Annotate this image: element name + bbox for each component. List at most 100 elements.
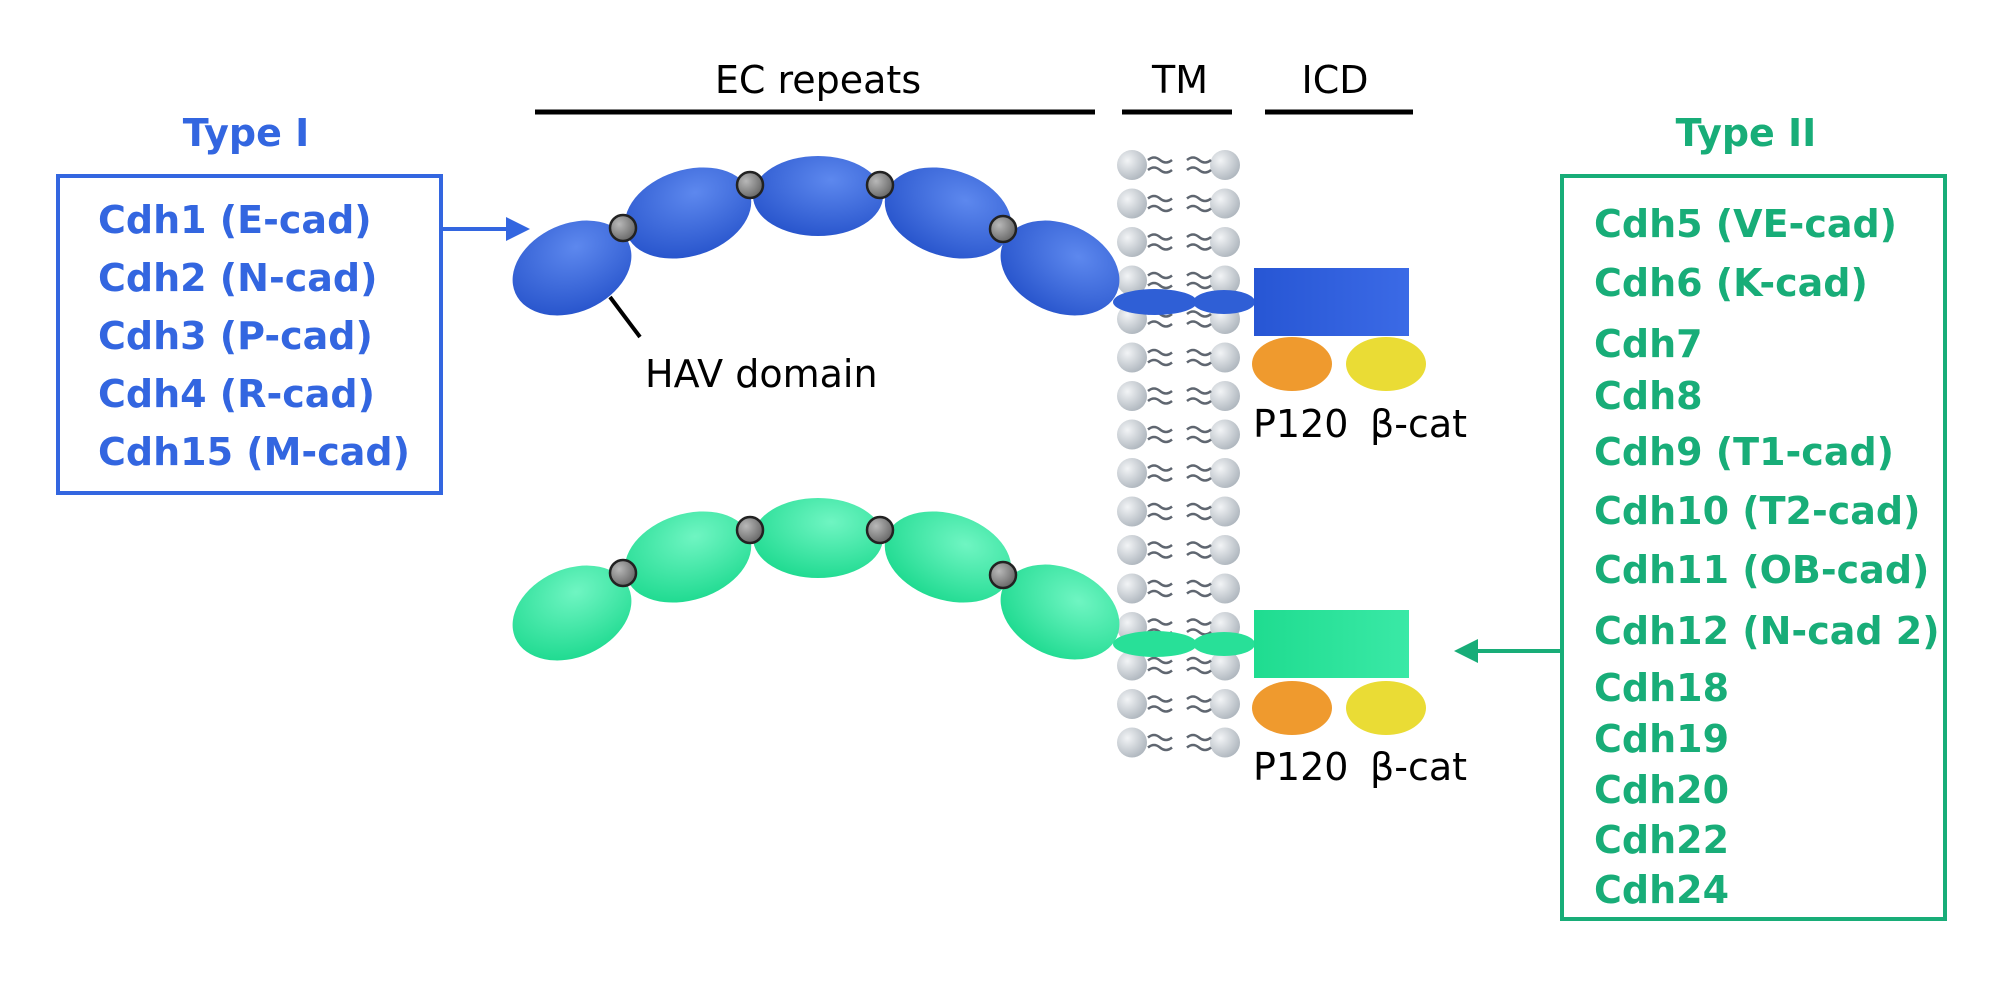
lipid-tail	[1186, 194, 1212, 203]
ec2-domain	[624, 167, 752, 259]
lipid-tail	[1186, 156, 1212, 164]
lipid-tail	[1147, 512, 1173, 521]
lipid-head	[1117, 419, 1147, 450]
lipid-tail	[1186, 425, 1212, 434]
lipid-tail	[1186, 512, 1212, 521]
lipid-head	[1210, 535, 1240, 565]
lipid-head	[1210, 650, 1240, 681]
cadherin-list-item: Cdh24	[1594, 868, 1729, 912]
type1-box	[56, 174, 443, 495]
type1-list: Cdh1 (E-cad)Cdh2 (N-cad)Cdh3 (P-cad)Cdh4…	[98, 198, 410, 474]
p120-catenin	[1252, 337, 1332, 391]
ec1-domain	[512, 565, 632, 661]
type1-cadherin: HAV domain P120 β-cat	[512, 156, 1467, 446]
lipid-tail	[1186, 310, 1212, 318]
lipid-pair	[1117, 381, 1240, 411]
lipid-head	[1117, 342, 1147, 373]
lipid-tail	[1147, 695, 1173, 703]
lipid-tail	[1186, 551, 1212, 559]
calcium-binding-site	[735, 170, 765, 200]
icd-domain	[1254, 268, 1409, 336]
lipid-tail	[1147, 579, 1173, 588]
p120-label: P120	[1253, 745, 1348, 789]
tm-segment	[1193, 632, 1255, 656]
lipid-tail	[1186, 387, 1212, 395]
lipid-head	[1117, 227, 1147, 257]
cadherin-list-item: Cdh22	[1594, 818, 1729, 862]
cadherin-list-item: Cdh15 (M-cad)	[98, 430, 410, 474]
lipid-head	[1117, 496, 1147, 527]
calcium-binding-site	[608, 213, 638, 243]
domain-headers: EC repeats TM ICD	[535, 58, 1413, 115]
calcium-binding-site	[865, 515, 895, 545]
tm-label: TM	[1151, 58, 1208, 102]
lipid-pair	[1117, 650, 1240, 681]
ec4-domain	[884, 167, 1012, 259]
lipid-tail	[1147, 551, 1173, 559]
cadherin-list-item: Cdh9 (T1-cad)	[1594, 430, 1894, 474]
lipid-tail	[1147, 666, 1173, 675]
lipid-tail	[1147, 705, 1173, 713]
lipid-tail	[1147, 194, 1173, 203]
lipid-tail	[1147, 618, 1173, 626]
lipid-tail	[1147, 320, 1173, 328]
lipid-head	[1117, 188, 1147, 219]
hav-domain-label: HAV domain	[645, 352, 878, 396]
lipid-tail	[1147, 204, 1173, 213]
tm-segment	[1193, 290, 1255, 314]
lipid-tail	[1147, 156, 1173, 164]
type2-title: Type II	[1676, 111, 1817, 155]
lipid-tail	[1186, 166, 1212, 174]
beta-catenin	[1346, 681, 1426, 735]
lipid-tail	[1147, 733, 1173, 742]
lipid-tail	[1147, 425, 1173, 434]
lipid-tail	[1186, 541, 1212, 549]
lipid-tail	[1186, 397, 1212, 405]
p120-label: P120	[1253, 402, 1348, 446]
lipid-head	[1210, 573, 1240, 604]
icd-label: ICD	[1301, 58, 1368, 102]
lipid-tail	[1186, 656, 1212, 665]
lipid-tail	[1147, 166, 1173, 174]
lipid-tail	[1186, 743, 1212, 752]
lipid-tail	[1147, 656, 1173, 665]
lipid-pair	[1117, 458, 1240, 488]
lipid-tail	[1186, 589, 1212, 598]
tm-segment	[1113, 289, 1197, 315]
type2-box	[1560, 174, 1947, 921]
beta-cat-label: β-cat	[1370, 745, 1467, 789]
lipid-tail	[1147, 743, 1173, 752]
lipid-head	[1210, 381, 1240, 411]
beta-catenin	[1346, 337, 1426, 391]
cadherin-list-item: Cdh1 (E-cad)	[98, 198, 372, 242]
lipid-head	[1117, 265, 1147, 296]
icd-domain	[1254, 610, 1409, 678]
lipid-tail	[1147, 502, 1173, 511]
lipid-pair	[1117, 496, 1240, 527]
lipid-tail	[1147, 435, 1173, 444]
lipid-head	[1210, 265, 1240, 296]
type1-panel: Type I Cdh1 (E-cad)Cdh2 (N-cad)Cdh3 (P-c…	[56, 111, 530, 495]
cadherin-list-item: Cdh11 (OB-cad)	[1594, 548, 1929, 592]
lipid-tail	[1147, 464, 1173, 472]
ec-repeats-label: EC repeats	[715, 58, 921, 102]
calcium-binding-site	[988, 214, 1018, 244]
lipid-tail	[1147, 348, 1173, 357]
lipid-tail	[1186, 348, 1212, 357]
lipid-pair	[1117, 227, 1240, 257]
lipid-tail	[1186, 666, 1212, 675]
beta-cat-label: β-cat	[1370, 402, 1467, 446]
type1-title: Type I	[183, 111, 310, 155]
lipid-head	[1117, 458, 1147, 488]
lipid-tail	[1147, 589, 1173, 598]
lipid-pair	[1117, 265, 1240, 296]
ec5-domain	[1000, 220, 1120, 316]
lipid-pair	[1117, 573, 1240, 604]
lipid-tail	[1186, 474, 1212, 482]
lipid-head	[1210, 227, 1240, 257]
calcium-binding-site	[865, 170, 895, 200]
lipid-head	[1210, 188, 1240, 219]
cadherin-list-item: Cdh3 (P-cad)	[98, 314, 373, 358]
